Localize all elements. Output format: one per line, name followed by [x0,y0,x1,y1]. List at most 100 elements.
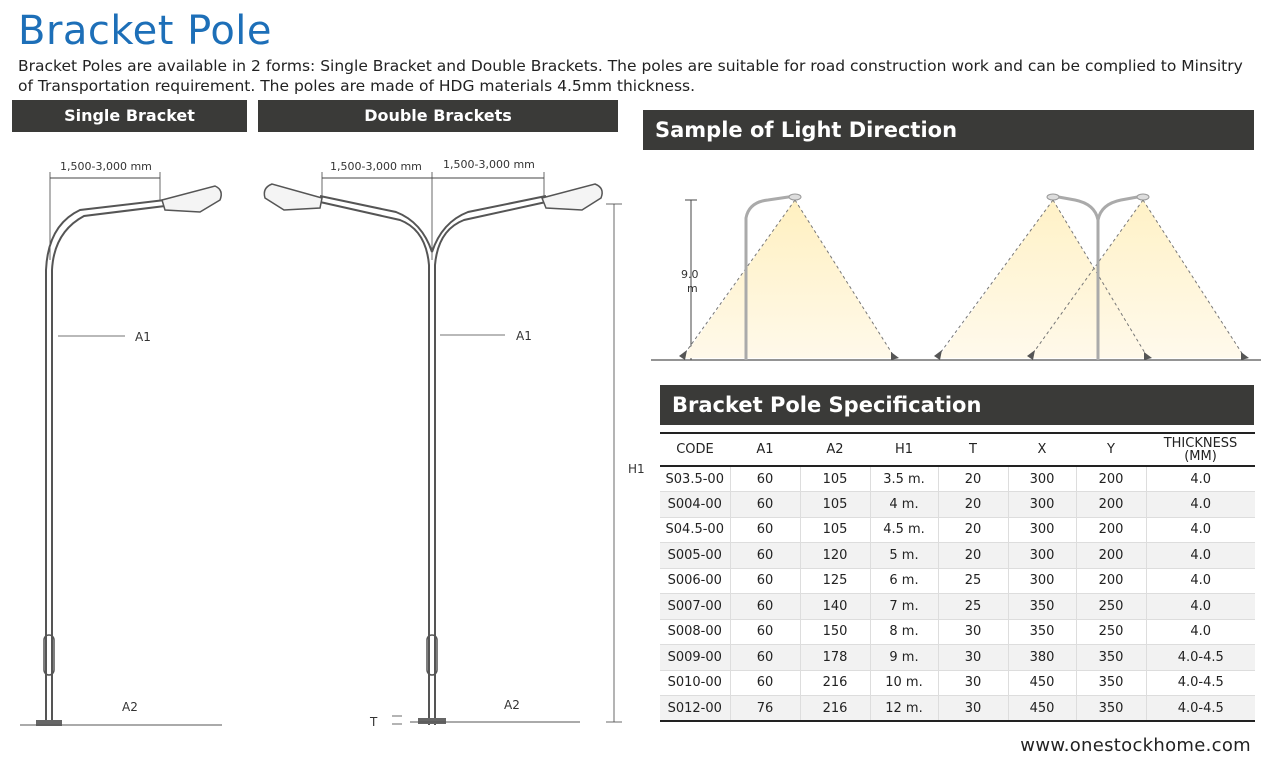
table-row: S006-00 60 125 6 m. 25 300 200 4.0 [660,568,1255,594]
cell-a1: 76 [730,695,801,722]
cell-y: 200 [1076,568,1147,594]
cell-y: 350 [1076,644,1147,671]
cell-code: S04.5-00 [660,517,731,543]
cell-a2: 120 [800,542,871,569]
col-code: CODE [660,432,730,467]
cell-t: 25 [938,568,1009,594]
table-header-row: CODE A1 A2 H1 T X Y THICKNESS (MM) [660,432,1255,467]
table-row: S005-00 60 120 5 m. 20 300 200 4.0 [660,542,1255,569]
cell-a1: 60 [730,466,801,492]
double-brackets-drawing: 1,500-3,000 mm 1,500-3,000 mm T A1 A2 H1 [263,158,645,729]
cell-y: 250 [1076,619,1147,645]
cell-t: 30 [938,619,1009,645]
cell-t: 20 [938,491,1009,518]
cell-y: 200 [1076,491,1147,518]
single-arm-dimension: 1,500-3,000 mm [60,160,152,173]
cell-thickness: 4.0-4.5 [1146,670,1255,696]
cell-x: 450 [1008,695,1077,722]
col-x: X [1008,432,1076,467]
cell-a2: 125 [800,568,871,594]
double-brackets-heading: Double Brackets [258,100,618,132]
col-y: Y [1076,432,1146,467]
single-bracket-drawing: 1,500-3,000 mm A1 A2 [20,160,222,726]
cell-code: S007-00 [660,593,731,620]
cell-y: 250 [1076,593,1147,620]
col-a2: A2 [800,432,870,467]
double-h1-label: H1 [628,462,645,476]
cell-x: 380 [1008,644,1077,671]
table-row: S04.5-00 60 105 4.5 m. 20 300 200 4.0 [660,517,1255,543]
cell-t: 30 [938,644,1009,671]
col-h1: H1 [870,432,938,467]
cell-h1: 4 m. [870,491,939,518]
cell-a1: 60 [730,491,801,518]
table-row: S007-00 60 140 7 m. 25 350 250 4.0 [660,593,1255,620]
cell-a2: 105 [800,517,871,543]
cell-thickness: 4.0 [1146,542,1255,569]
cell-thickness: 4.0-4.5 [1146,644,1255,671]
cell-code: S03.5-00 [660,466,731,492]
cell-thickness: 4.0 [1146,619,1255,645]
double-a1-label: A1 [516,329,532,343]
cell-y: 200 [1076,466,1147,492]
cell-x: 350 [1008,593,1077,620]
light-direction-heading: Sample of Light Direction [643,110,1254,150]
cell-thickness: 4.0 [1146,517,1255,543]
spec-heading: Bracket Pole Specification [660,385,1254,425]
cell-h1: 6 m. [870,568,939,594]
cell-code: S009-00 [660,644,731,671]
cell-code: S008-00 [660,619,731,645]
cell-a2: 140 [800,593,871,620]
col-t: T [938,432,1008,467]
cell-a2: 216 [800,695,871,722]
cell-t: 20 [938,542,1009,569]
double-arm-dimension-left: 1,500-3,000 mm [330,160,422,173]
col-a1: A1 [730,432,800,467]
cell-code: S006-00 [660,568,731,594]
cell-a1: 60 [730,568,801,594]
table-row: S004-00 60 105 4 m. 20 300 200 4.0 [660,491,1255,518]
cell-x: 300 [1008,466,1077,492]
single-a1-label: A1 [135,330,151,344]
intro-paragraph: Bracket Poles are available in 2 forms: … [18,57,1243,95]
cell-a1: 60 [730,517,801,543]
cell-h1: 5 m. [870,542,939,569]
cell-a2: 216 [800,670,871,696]
cell-x: 350 [1008,619,1077,645]
table-row: S012-00 76 216 12 m. 30 450 350 4.0-4.5 [660,695,1255,722]
height-value: 9.0 [681,268,699,281]
double-t-label: T [369,715,378,729]
cell-thickness: 4.0 [1146,466,1255,492]
cell-a2: 105 [800,491,871,518]
cell-x: 300 [1008,517,1077,543]
table-row: S009-00 60 178 9 m. 30 380 350 4.0-4.5 [660,644,1255,671]
table-row: S010-00 60 216 10 m. 30 450 350 4.0-4.5 [660,670,1255,696]
cell-y: 350 [1076,695,1147,722]
cell-x: 300 [1008,491,1077,518]
cell-h1: 10 m. [870,670,939,696]
cell-h1: 9 m. [870,644,939,671]
cell-code: S010-00 [660,670,731,696]
cell-a2: 178 [800,644,871,671]
light-direction-illustration: 9.0 m [651,193,1261,361]
spec-table: CODE A1 A2 H1 T X Y THICKNESS (MM) S03.5… [660,432,1255,722]
cell-x: 300 [1008,542,1077,569]
website-url: www.onestockhome.com [1020,735,1251,756]
cell-y: 200 [1076,542,1147,569]
cell-h1: 12 m. [870,695,939,722]
cell-a1: 60 [730,644,801,671]
cell-code: S004-00 [660,491,731,518]
cell-y: 200 [1076,517,1147,543]
cell-thickness: 4.0 [1146,491,1255,518]
cell-a2: 105 [800,466,871,492]
page-title: Bracket Pole [18,8,273,54]
cell-a1: 60 [730,619,801,645]
single-bracket-heading: Single Bracket [12,100,247,132]
cell-h1: 3.5 m. [870,466,939,492]
cell-thickness: 4.0 [1146,593,1255,620]
single-a2-label: A2 [122,700,138,714]
cell-x: 450 [1008,670,1077,696]
cell-code: S012-00 [660,695,731,722]
cell-code: S005-00 [660,542,731,569]
cell-x: 300 [1008,568,1077,594]
